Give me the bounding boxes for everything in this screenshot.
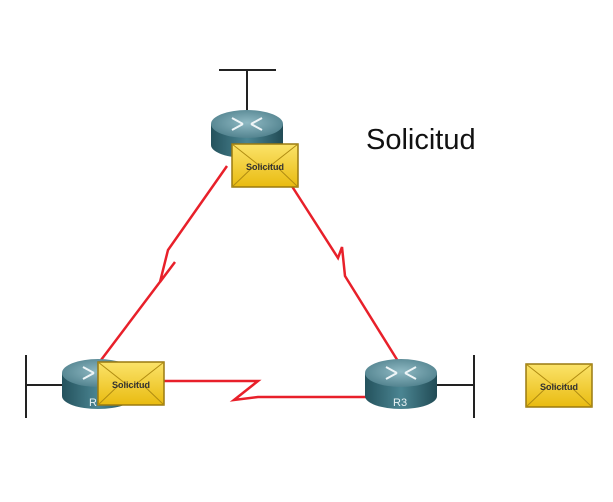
router-right: R3 <box>365 359 437 409</box>
packet-right: Solicitud <box>525 363 593 408</box>
packet-label: Solicitud <box>246 162 284 172</box>
diagram-title: Solicitud <box>366 124 476 156</box>
router-arrows-icon <box>385 366 417 380</box>
router-top <box>211 110 283 158</box>
lan-top <box>219 69 276 110</box>
serial-link-top-left <box>94 165 229 369</box>
router-arrows-icon <box>231 117 263 131</box>
lan-right <box>433 355 475 418</box>
packet-top: Solicitud <box>231 143 299 188</box>
packet-left: Solicitud <box>97 361 165 406</box>
serial-link-left-right <box>160 379 366 402</box>
packet-label: Solicitud <box>112 380 150 390</box>
packet-label: Solicitud <box>540 382 578 392</box>
router-label: R3 <box>393 397 407 409</box>
lan-left <box>25 355 66 418</box>
router-label: R <box>89 397 97 409</box>
serial-link-top-right <box>277 165 403 367</box>
